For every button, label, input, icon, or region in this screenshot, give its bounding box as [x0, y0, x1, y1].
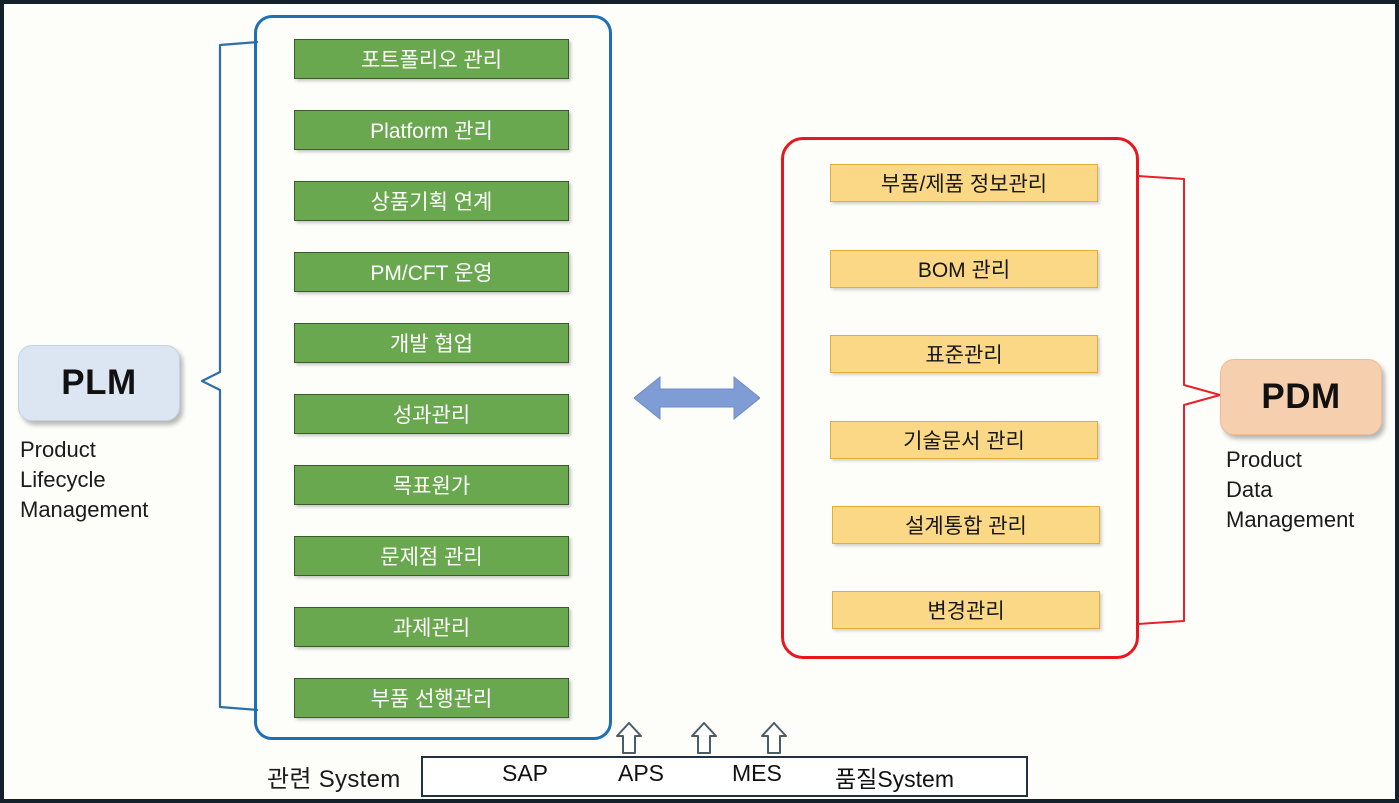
pdm-function-box-6[interactable]: 변경관리 [832, 591, 1100, 629]
plm-function-label-2: Platform 관리 [370, 120, 493, 143]
related-systems-label: 관련 System [267, 766, 401, 793]
related-system-item-quality[interactable]: 품질System [835, 760, 954, 794]
plm-function-box-2[interactable]: Platform 관리 [294, 110, 569, 150]
plm-function-label-5: 개발 협업 [389, 333, 474, 356]
pdm-function-box-4[interactable]: 기술문서 관리 [830, 421, 1098, 459]
pdm-function-label-4: 기술문서 관리 [903, 430, 1025, 453]
plm-function-box-1[interactable]: 포트폴리오 관리 [294, 39, 569, 79]
up-arrow-icon-3 [761, 722, 787, 754]
related-systems-box [421, 756, 1028, 797]
plm-function-label-3: 상품기획 연계 [370, 191, 493, 214]
plm-function-box-8[interactable]: 문제점 관리 [294, 536, 569, 576]
pdm-function-label-2: BOM 관리 [917, 259, 1011, 282]
plm-function-label-10: 부품 선행관리 [370, 688, 493, 711]
plm-function-label-7: 목표원가 [392, 475, 471, 498]
pdm-node-label: PDM [1261, 377, 1341, 416]
related-system-label-aps: APS [618, 760, 665, 786]
pdm-function-box-1[interactable]: 부품/제품 정보관리 [830, 164, 1098, 202]
related-system-label-mes: MES [732, 760, 782, 786]
plm-node-label: PLM [61, 363, 137, 402]
pdm-function-label-3: 표준관리 [925, 344, 1003, 367]
related-system-item-mes[interactable]: MES [732, 760, 782, 787]
plm-function-group [254, 15, 612, 740]
up-arrow-icon-2 [691, 722, 717, 754]
plm-function-box-3[interactable]: 상품기획 연계 [294, 181, 569, 221]
plm-node[interactable]: PLM [18, 345, 180, 421]
related-system-item-aps[interactable]: APS [618, 760, 664, 787]
pdm-function-box-5[interactable]: 설계통합 관리 [832, 506, 1100, 544]
plm-function-label-8: 문제점 관리 [380, 546, 483, 569]
related-system-label-sap: SAP [502, 760, 549, 786]
related-system-label-quality: 품질System [835, 766, 955, 792]
plm-function-box-4[interactable]: PM/CFT 운영 [294, 252, 569, 292]
bidirectional-arrow-icon [634, 375, 760, 421]
pdm-node[interactable]: PDM [1220, 359, 1382, 435]
plm-function-box-10[interactable]: 부품 선행관리 [294, 678, 569, 718]
pdm-function-group [781, 137, 1139, 659]
pdm-function-box-3[interactable]: 표준관리 [830, 335, 1098, 373]
plm-function-box-9[interactable]: 과제관리 [294, 607, 569, 647]
pdm-function-label-6: 변경관리 [927, 600, 1005, 623]
plm-function-label-9: 과제관리 [392, 617, 471, 640]
pdm-function-box-2[interactable]: BOM 관리 [830, 250, 1098, 288]
plm-function-label-4: PM/CFT 운영 [370, 262, 493, 285]
pdm-function-label-5: 설계통합 관리 [905, 515, 1027, 538]
plm-function-box-7[interactable]: 목표원가 [294, 465, 569, 505]
up-arrow-icon-1 [616, 722, 642, 754]
plm-function-label-1: 포트폴리오 관리 [360, 49, 503, 72]
related-system-item-sap[interactable]: SAP [502, 760, 548, 787]
pdm-function-label-1: 부품/제품 정보관리 [880, 173, 1048, 196]
pdm-bracket [1137, 175, 1221, 625]
plm-function-label-6: 성과관리 [392, 404, 471, 427]
plm-expansion-text: Product Lifecycle Management [20, 437, 149, 522]
pdm-expansion-text: Product Data Management [1226, 447, 1355, 532]
plm-function-box-5[interactable]: 개발 협업 [294, 323, 569, 363]
plm-bracket [200, 40, 259, 712]
plm-function-box-6[interactable]: 성과관리 [294, 394, 569, 434]
